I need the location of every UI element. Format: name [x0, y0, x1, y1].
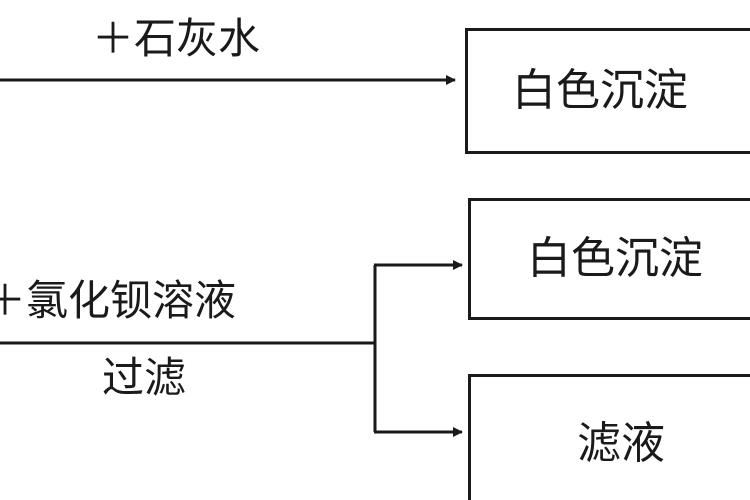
top-product-box: 白色沉淀 — [465, 28, 750, 154]
middle-product-label: 白色沉淀 — [527, 233, 703, 284]
middle-product-box: 白色沉淀 — [468, 198, 750, 320]
top-product-label: 白色沉淀 — [512, 65, 688, 116]
bottom-product-label: 滤液 — [577, 418, 665, 469]
operation-label: 过滤 — [102, 353, 187, 402]
bottom-product-box: 滤液 — [468, 374, 750, 500]
reagent-lime-water-label: ＋石灰水 — [92, 14, 261, 63]
reagent-bacl2-label: ＋氯化钡溶液 — [0, 276, 237, 325]
